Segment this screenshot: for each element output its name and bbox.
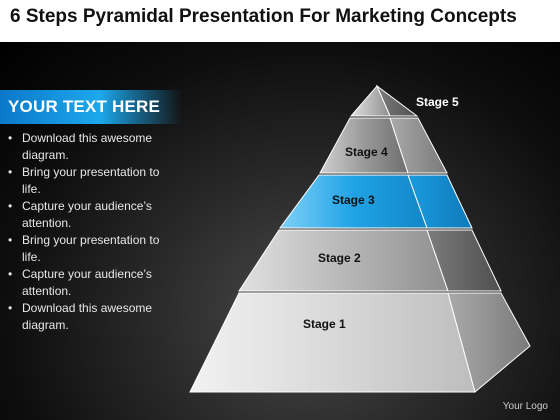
company-logo-placeholder: Your Logo bbox=[502, 401, 548, 412]
slide-title: 6 Steps Pyramidal Presentation For Marke… bbox=[10, 6, 517, 27]
bullet-item: •Bring your presentation to life. bbox=[8, 233, 160, 264]
stage-2-label: Stage 2 bbox=[318, 251, 361, 265]
banner-heading: YOUR TEXT HERE bbox=[8, 97, 161, 116]
stage-5-label: Stage 5 bbox=[416, 95, 459, 109]
bullet-dot-icon: • bbox=[8, 267, 13, 281]
bullet-dot-icon: • bbox=[8, 233, 13, 247]
bullet-list: •Download this awesome diagram. •Bring y… bbox=[6, 130, 181, 334]
stage-4-label: Stage 4 bbox=[345, 145, 388, 159]
pyramid-tier-4-side bbox=[389, 117, 448, 174]
bullet-item: •Download this awesome diagram. bbox=[8, 301, 153, 332]
bullet-item: •Bring your presentation to life. bbox=[8, 165, 160, 196]
bullet-dot-icon: • bbox=[8, 199, 13, 213]
bullet-item: •Capture your audience’s attention. bbox=[8, 267, 152, 298]
text-banner: YOUR TEXT HERE bbox=[0, 90, 182, 124]
pyramid-tier-2-side bbox=[426, 229, 502, 292]
pyramid-tier-1-side bbox=[447, 292, 531, 393]
pyramid-tier-3-side bbox=[407, 174, 473, 229]
bullet-dot-icon: • bbox=[8, 301, 13, 315]
pyramid-tier-1-front bbox=[189, 292, 476, 393]
pyramid-tier-5-side bbox=[375, 84, 419, 117]
stage-3-label: Stage 3 bbox=[332, 193, 375, 207]
bullet-item: •Download this awesome diagram. bbox=[8, 131, 153, 162]
bullet-dot-icon: • bbox=[8, 131, 13, 145]
bullet-item: •Capture your audience’s attention. bbox=[8, 199, 152, 230]
stage-1-label: Stage 1 bbox=[303, 317, 346, 331]
title-bar: 6 Steps Pyramidal Presentation For Marke… bbox=[0, 0, 560, 42]
bullet-dot-icon: • bbox=[8, 165, 13, 179]
